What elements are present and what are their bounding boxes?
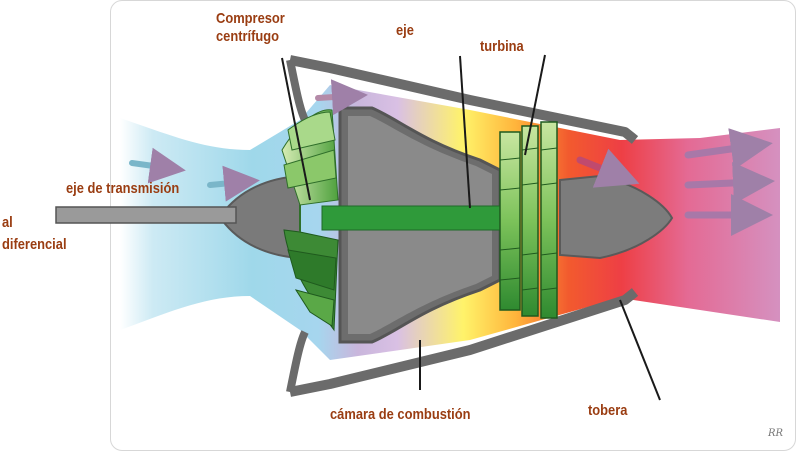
compressor-label: Compresor centrífugo <box>216 10 285 45</box>
drive-shaft-label: eje de transmisión <box>66 180 180 197</box>
artist-signature: RR <box>768 428 784 439</box>
nozzle-label: tobera <box>588 402 628 419</box>
combustion-chamber-label: cámara de combustión <box>330 406 471 423</box>
shaft-label: eje <box>396 22 414 39</box>
differential-label: al diferencial <box>2 214 67 253</box>
drive-shaft <box>55 206 237 224</box>
turbine-blades <box>499 121 558 319</box>
outer-casing <box>289 55 639 397</box>
leader-lines <box>281 54 661 401</box>
airflow-arrows <box>129 79 775 236</box>
turbine-label: turbina <box>480 38 524 55</box>
main-shaft <box>321 205 513 231</box>
